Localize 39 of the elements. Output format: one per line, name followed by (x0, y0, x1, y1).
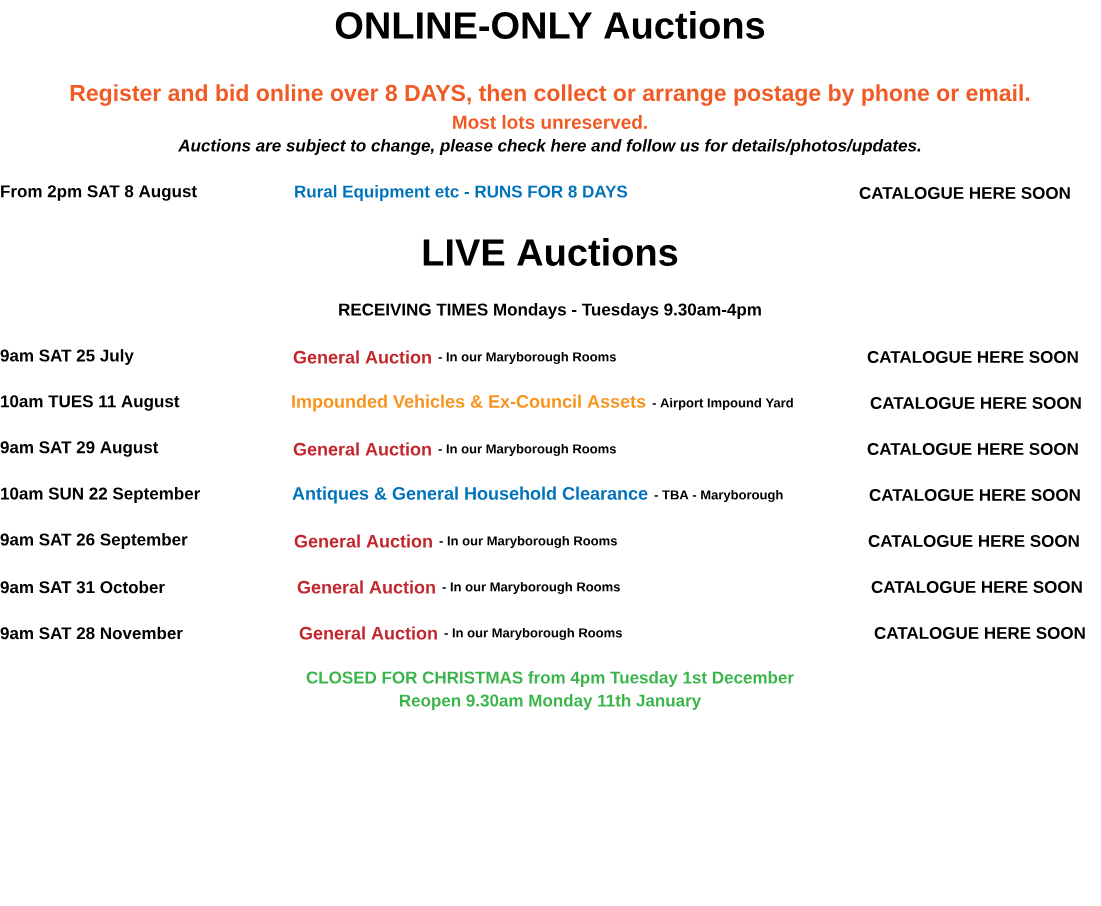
date-text: 10am SUN 22 September (1, 487, 200, 503)
location-text: - In our Maryborough Rooms (438, 351, 616, 365)
date-text: 9am SAT 26 September (0, 533, 188, 549)
catalogue-text: CATALOGUE HERE SOON (870, 396, 1081, 409)
location-text: - In our Maryborough Rooms (442, 581, 620, 595)
location-text: - In our Maryborough Rooms (444, 627, 622, 641)
notice-text: Register and bid online over 8 DAYS, then collect or arrange postage by phone or email. (70, 84, 1030, 106)
catalogue-text: CATALOGUE HERE SOON (869, 488, 1080, 501)
date-text: 9am SAT 29 August (0, 441, 159, 457)
heading: ONLINE-ONLY Auctions (335, 11, 765, 39)
date-text: From 2pm SAT 8 August (1, 185, 197, 201)
auction-title: Impounded Vehicles & Ex-Council Assets (292, 394, 646, 412)
notice-text: Most lots unreserved. (453, 115, 647, 129)
date-text: 9am SAT 31 October (0, 580, 165, 594)
auction-title: Antiques & General Household Clearance (292, 486, 648, 504)
auction-title: General Auction (293, 350, 431, 364)
location-text: - Airport Impound Yard (652, 397, 793, 411)
catalogue-text: CATALOGUE HERE SOON (867, 442, 1078, 455)
location-text: - In our Maryborough Rooms (439, 535, 617, 549)
auction-title: Rural Equipment etc - RUNS FOR 8 DAYS (295, 185, 628, 201)
auction-title: General Auction (297, 580, 435, 594)
date-text: 10am TUES 11 August (1, 395, 180, 411)
catalogue-text: CATALOGUE HERE SOON (867, 350, 1078, 363)
auction-title: General Auction (293, 442, 431, 456)
catalogue-text: CATALOGUE HERE SOON (868, 534, 1079, 547)
location-text: - In our Maryborough Rooms (438, 443, 616, 457)
auction-title: General Auction (294, 534, 432, 548)
catalogue-text: CATALOGUE HERE SOON (859, 186, 1070, 199)
closure-notice: Reopen 9.30am Monday 11th January (399, 694, 702, 710)
subheading: RECEIVING TIMES Mondays - Tuesdays 9.30am-4pm (339, 303, 761, 319)
catalogue-text: CATALOGUE HERE SOON (871, 580, 1082, 593)
auction-title: General Auction (299, 626, 437, 640)
closure-notice: CLOSED FOR CHRISTMAS from 4pm Tuesday 1st December (306, 671, 794, 687)
notice-text: Auctions are subject to change, please check here and follow us for details/photos/updates. (177, 139, 921, 155)
heading: LIVE Auctions (423, 238, 678, 266)
location-text: - TBA - Maryborough (654, 489, 783, 503)
catalogue-text: CATALOGUE HERE SOON (874, 626, 1085, 639)
date-text: 9am SAT 28 November (0, 626, 183, 640)
date-text: 9am SAT 25 July (0, 349, 134, 365)
